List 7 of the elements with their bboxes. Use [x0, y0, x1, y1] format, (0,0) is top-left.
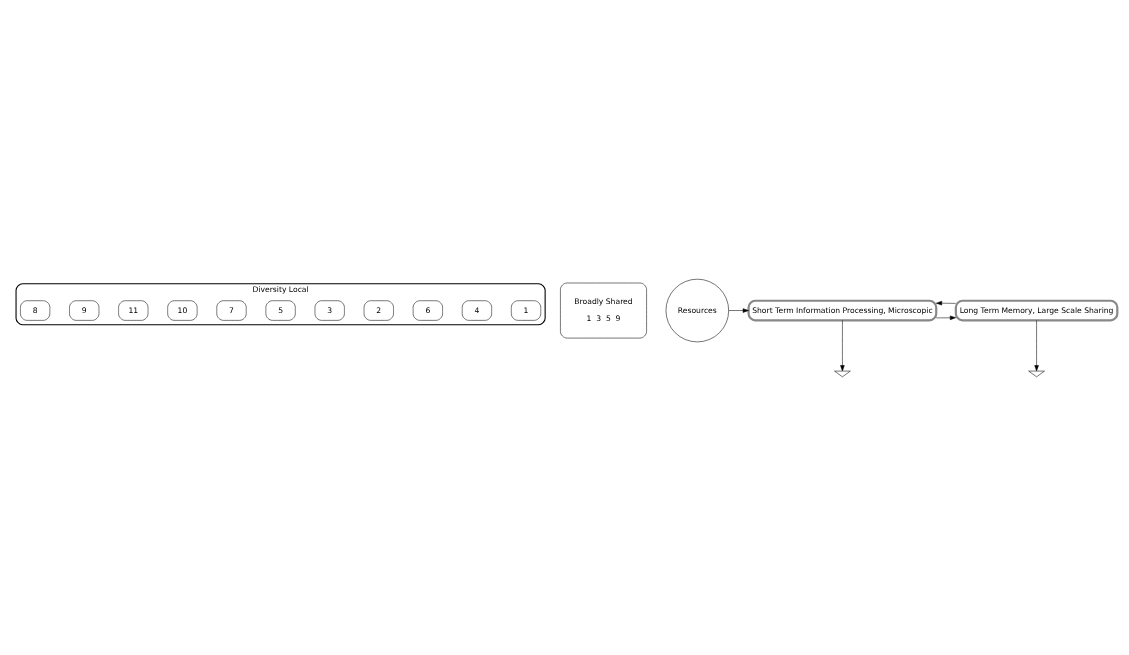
- node-ground: [1028, 370, 1045, 377]
- arrow: [840, 319, 845, 371]
- arrow: [1034, 319, 1039, 371]
- node-ground: [834, 370, 851, 377]
- arrow: [936, 300, 956, 305]
- arrow: [728, 307, 749, 313]
- arrow: [936, 315, 956, 320]
